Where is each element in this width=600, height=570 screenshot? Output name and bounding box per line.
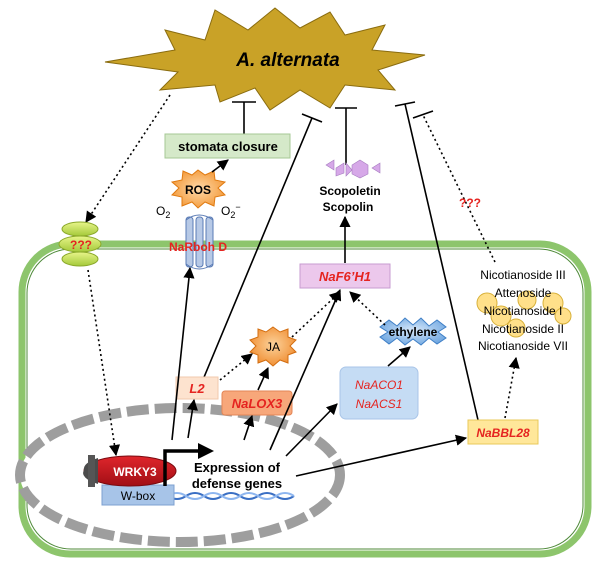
nucleus-to-bbl28-arrow [295,434,468,477]
nicotianoside-item: Nicotianoside III [480,268,565,282]
nicotianoside-unknown-label: ??? [459,196,481,210]
bbl28-inhibition-bar [394,101,416,107]
nicotianosides-list: Nicotianoside III Attenoside Nicotianosi… [478,268,568,353]
nucleus-to-narboh-arrow [171,266,195,441]
nicotianoside-item: Nicotianoside I [484,304,563,318]
pathogen-starburst [104,7,426,111]
ja-burst [249,326,297,367]
receptor-to-wrky3-arrow [87,269,121,457]
ros-label: ROS [185,183,211,197]
narboh-d-label: NaRboh D [169,240,227,254]
scopoletin-label: Scopoletin [319,184,380,198]
nabbl28-box [467,419,539,445]
l2-label: L2 [189,381,205,396]
l2-inhibition-bar [301,113,323,123]
naaco1-label: NaACO1 [355,378,403,392]
ethylene-label: ethylene [389,325,438,339]
nicotianoside-inhibition-line [422,114,496,263]
naf6h1-box [299,263,391,289]
nalox3-to-ja-arrow [257,366,269,391]
nicotianoside-item: Attenoside [495,286,552,300]
naacs1-label: NaACS1 [356,397,403,411]
ja-label: JA [266,340,280,354]
nucleus-to-aco-arrow [285,403,338,457]
nicotianoside-molecule-icons [476,290,572,338]
scopoletin-molecule-icon [325,159,381,179]
transcription-start-arrow [163,449,200,486]
wrky3-anchor [88,455,95,487]
receptor-unknown-label: ??? [70,238,92,252]
aco-to-ethylene-arrow [387,346,411,367]
l2-to-ja-arrow [219,353,253,381]
nucleus-to-naf6h1-arrow [269,288,342,451]
expression-line-1: Expression of [194,460,281,475]
ethylene-burst [379,317,447,346]
nucleus-to-l2-arrow [186,398,198,439]
l2-inhibition-line [201,117,313,383]
pathogen-name: A. alternata [235,50,340,71]
wrky3-label: WRKY3 [113,465,157,479]
receptor [58,221,102,267]
nabbl28-label: NaBBL28 [476,426,530,440]
nalox3-box [221,390,293,416]
pathogen-to-receptor-arrow [85,94,171,223]
stomata-closure-label: stomata closure [178,139,278,154]
naaco1-naacs1-box [339,366,419,420]
nucleus [15,403,345,547]
ros-burst [170,169,227,209]
nucleus-output-arrows [171,266,468,477]
inhibition-lines [201,101,479,421]
plant-cell-inner-edge [26,248,584,550]
nicotianoside-item: Nicotianoside II [482,322,564,336]
scopolin-label: Scopolin [323,200,374,214]
bbl28-inhibition-line [404,103,479,421]
expression-line-2: defense genes [192,476,282,491]
superoxide-label: O2− [221,202,241,220]
transcription-arrowhead [198,443,214,459]
w-box-label: W-box [121,489,155,503]
ros-to-stomata-arrow [211,159,229,173]
nabbl28-to-nicotianosides-arrow [504,356,520,419]
nucleus-to-nalox3-arrow [243,414,255,441]
nicotianoside-item: Nicotianoside VII [478,339,568,353]
nalox3-label: NaLOX3 [232,396,283,411]
stomata-closure-box [164,133,291,159]
ethylene-to-naf6h1-arrow [349,291,386,326]
naf6h1-label: NaF6’H1 [319,269,371,284]
nicotianoside-inhibition-bar [412,110,434,119]
o2-label: O2 [156,204,170,220]
narboh-d-channel [185,214,214,270]
ja-to-naf6h1-arrow [291,291,341,338]
